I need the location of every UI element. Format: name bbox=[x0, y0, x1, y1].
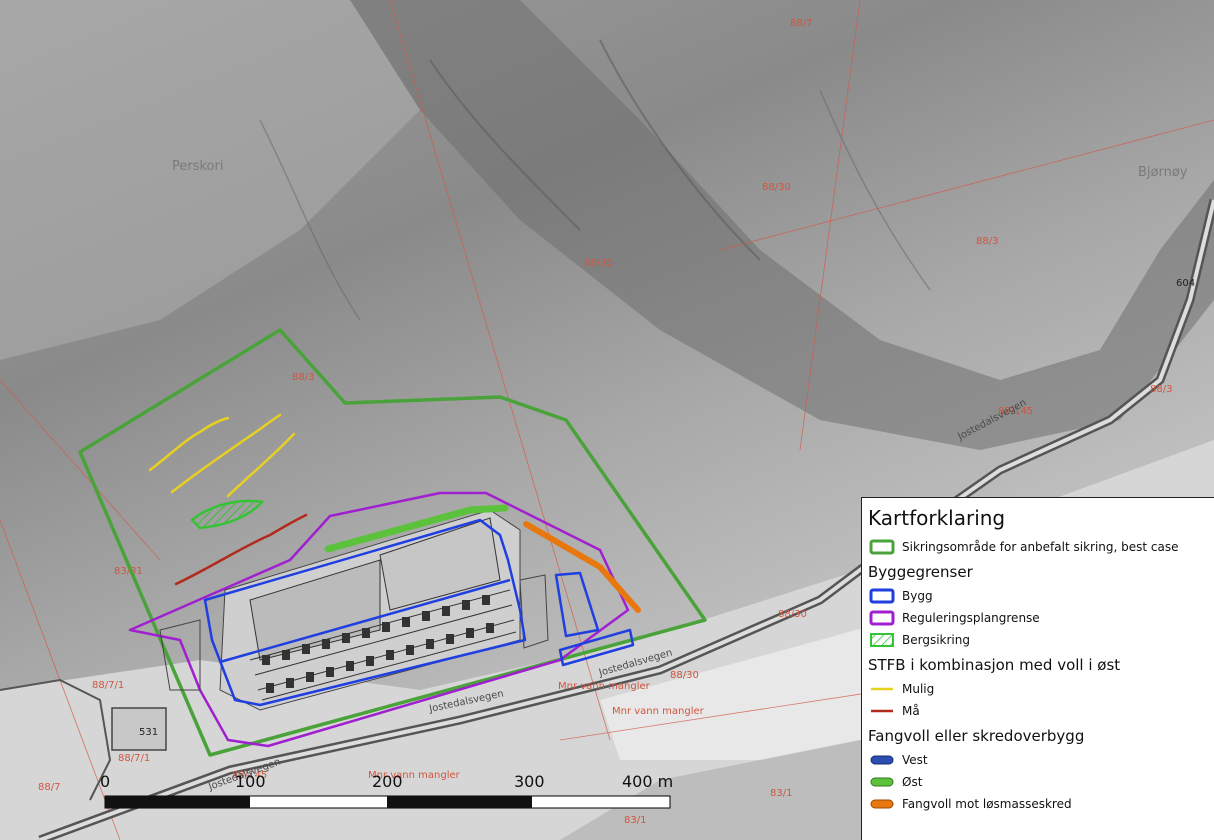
bygg-outline bbox=[203, 518, 635, 707]
parcel-label: 88/7/1 bbox=[118, 753, 150, 764]
legend-group-title: Fangvoll eller skredoverbygg bbox=[868, 727, 1085, 745]
parcel-label: 88/30 bbox=[584, 258, 613, 269]
gully-4 bbox=[819, 89, 931, 291]
bergsikring-swatch bbox=[868, 632, 896, 648]
scalebar-tick: 300 bbox=[514, 772, 545, 791]
building-531 bbox=[111, 707, 167, 751]
legend-title: Kartforklaring bbox=[868, 506, 1006, 530]
gully-3 bbox=[259, 119, 361, 321]
legend-item-bygg: Bygg bbox=[868, 585, 1208, 607]
bergsikring-area bbox=[190, 499, 265, 530]
legend-item-label: Bygg bbox=[902, 589, 933, 603]
legend-item-reguleringsplangrense: Reguleringsplangrense bbox=[868, 607, 1208, 629]
legend-item-label: Mulig bbox=[902, 682, 935, 696]
gully-2 bbox=[599, 39, 761, 261]
stfb-mulig-lines bbox=[148, 413, 296, 498]
legend-item-label: Øst bbox=[902, 775, 923, 789]
scalebar-tick: 0 bbox=[100, 772, 110, 791]
legend-item-bergsikring: Bergsikring bbox=[868, 629, 1208, 651]
parcel-label: Mnr vann mangler bbox=[612, 706, 705, 717]
legend-item-label: Sikringsområde for anbefalt sikring, bes… bbox=[902, 540, 1179, 554]
road-number: 604 bbox=[1176, 278, 1195, 289]
legend-item-label: Reguleringsplangrense bbox=[902, 611, 1040, 625]
scalebar-tick: 200 bbox=[372, 772, 403, 791]
parcel-label: 88/7 bbox=[38, 782, 60, 793]
bygg-swatch bbox=[868, 588, 896, 604]
sikringsomrade-swatch bbox=[868, 539, 896, 555]
parcel-label: 83/1 bbox=[770, 788, 792, 799]
place-name-bjornoy: Bjørnøy bbox=[1138, 165, 1188, 180]
parcel-label: 83/1 bbox=[624, 815, 646, 826]
legend-group-title: Byggegrenser bbox=[868, 563, 973, 581]
map-legend: Kartforklaring Sikringsområde for anbefa… bbox=[861, 497, 1214, 840]
legend-item-maa: Må bbox=[868, 700, 1208, 722]
ridge-shadow bbox=[350, 0, 1214, 450]
parcel-label: 83/31 bbox=[114, 566, 143, 577]
fangvoll-ost bbox=[324, 504, 509, 553]
ost-swatch bbox=[868, 774, 896, 790]
reguleringsplangrense-swatch bbox=[868, 610, 896, 626]
legend-item-label: Vest bbox=[902, 753, 928, 767]
legend-item-mulig: Mulig bbox=[868, 678, 1208, 700]
parcel-label: 88/3 bbox=[976, 236, 998, 247]
fangvoll-swatch bbox=[868, 796, 896, 812]
scalebar: 0 100 200 300 400 m bbox=[100, 772, 673, 809]
place-name-perskori: Perskori bbox=[172, 159, 223, 174]
stfb-maa-line bbox=[174, 513, 308, 586]
parcel-label: 88/30 bbox=[778, 609, 807, 620]
fangvoll-losmasseskred bbox=[523, 521, 641, 613]
upper-slope bbox=[0, 0, 420, 360]
parcel-label: 88/7/1 bbox=[92, 680, 124, 691]
sikringsomrade-outline bbox=[78, 328, 707, 757]
legend-group-title: STFB i kombinasjon med voll i øst bbox=[868, 656, 1121, 674]
scalebar-tick: 100 bbox=[235, 772, 266, 791]
legend-item-label: Bergsikring bbox=[902, 633, 970, 647]
scalebar-tick: 400 m bbox=[622, 772, 673, 791]
legend-item-label: Må bbox=[902, 704, 920, 718]
building-number: 531 bbox=[139, 727, 158, 738]
parcel-label: 88/30 bbox=[670, 670, 699, 681]
parcel-label: 88/145 bbox=[998, 406, 1033, 417]
mulig-swatch bbox=[868, 681, 896, 697]
legend-item-fangvoll-losmasseskred: Fangvoll mot løsmasseskred bbox=[868, 793, 1208, 815]
legend-item-label: Fangvoll mot løsmasseskred bbox=[902, 797, 1072, 811]
parcel-label: Mnr vann mangler bbox=[558, 681, 651, 692]
vest-swatch bbox=[868, 752, 896, 768]
parcel-label: 88/30 bbox=[762, 182, 791, 193]
parcel-label: 88/3 bbox=[292, 372, 314, 383]
parcel-label: 88/7 bbox=[790, 18, 812, 29]
local-road bbox=[0, 678, 112, 801]
legend-item-vest: Vest bbox=[868, 749, 1208, 771]
gully-1 bbox=[429, 59, 581, 231]
legend-item-sikringsomrade: Sikringsområde for anbefalt sikring, bes… bbox=[868, 536, 1208, 558]
parcel-label: 88/145 bbox=[232, 770, 267, 781]
parcel-label: Mnr vann mangler bbox=[368, 770, 461, 781]
parcel-label: 88/3 bbox=[1150, 384, 1172, 395]
maa-swatch bbox=[868, 703, 896, 719]
legend-item-ost: Øst bbox=[868, 771, 1208, 793]
